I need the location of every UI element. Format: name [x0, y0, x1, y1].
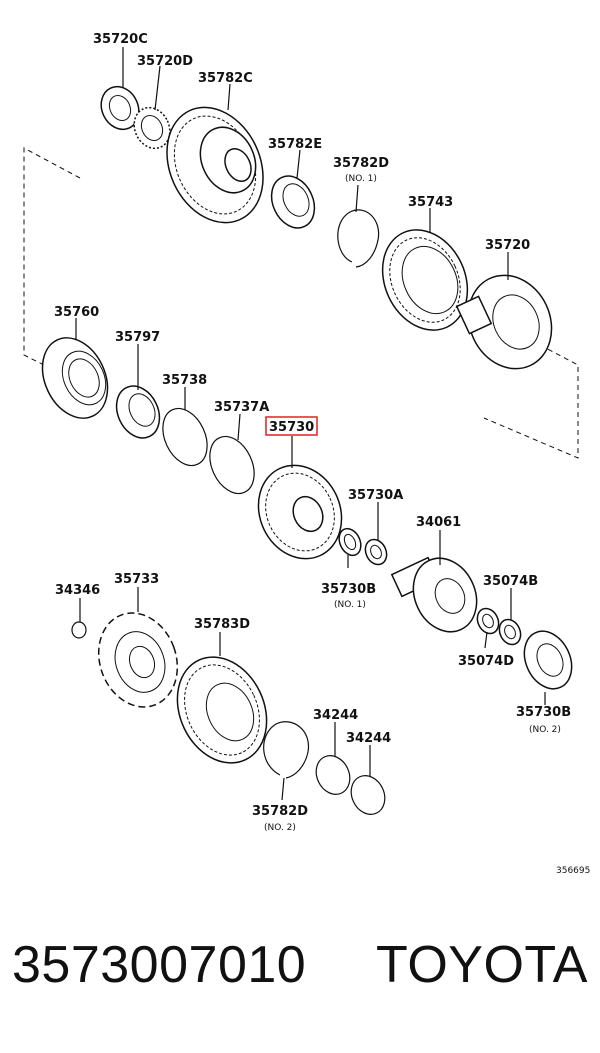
- label-35743: 35743: [408, 195, 453, 210]
- label-no2-bottom: (NO. 2): [264, 823, 296, 833]
- part-35760-hub: [41, 337, 109, 419]
- part-35782D-snap-ring-no2: [263, 721, 310, 779]
- label-34244-a: 34244: [313, 708, 358, 723]
- label-35760: 35760: [54, 305, 99, 320]
- footer: 3573007010 TOYOTA: [0, 935, 600, 1015]
- label-35720: 35720: [485, 238, 530, 253]
- label-35730B-no1: 35730B: [321, 582, 376, 597]
- part-35743-ring-gear: [381, 229, 469, 331]
- exploded-parts-diagram: 35720C 35720D 35782C 35782E 35782D (NO. …: [23, 32, 590, 876]
- part-35738-snap-ring: [162, 407, 208, 467]
- diagram-reference-number: 356695: [556, 866, 590, 876]
- part-35733-sprocket: [97, 612, 179, 708]
- label-35782E: 35782E: [268, 137, 322, 152]
- part-35720C-seal: [100, 85, 140, 131]
- part-35782E-bearing: [270, 175, 316, 229]
- part-35074D-washer: [476, 607, 500, 635]
- label-35720C: 35720C: [93, 32, 148, 47]
- label-no1-top: (NO. 1): [345, 174, 377, 184]
- label-no2-b: (NO. 2): [529, 725, 561, 735]
- part-34244-oring-a: [315, 755, 351, 795]
- label-35733: 35733: [114, 572, 159, 587]
- label-35797: 35797: [115, 330, 160, 345]
- label-35782D-top: 35782D: [333, 156, 389, 171]
- label-35783D: 35783D: [194, 617, 250, 632]
- part-35720D-washer: [133, 106, 171, 150]
- part-35720-carrier: [455, 274, 553, 370]
- part-35782C-gear: [166, 106, 264, 224]
- label-35782D-bottom: 35782D: [252, 804, 308, 819]
- label-34346: 34346: [55, 583, 100, 598]
- part-34346-ring: [71, 621, 87, 639]
- part-35074B-washer: [498, 618, 522, 646]
- label-35720D: 35720D: [137, 54, 193, 69]
- label-35730: 35730: [269, 420, 314, 435]
- part-35730B-bearing-no1: [338, 527, 362, 557]
- label-35782C: 35782C: [198, 71, 253, 86]
- part-35730B-bearing-no2: [523, 630, 573, 690]
- part-35783D-gear: [176, 656, 268, 764]
- label-34061: 34061: [416, 515, 461, 530]
- part-35797-bearing: [115, 385, 161, 439]
- assembly-guide-lines: [23, 147, 579, 459]
- part-35782D-snap-ring-no1: [337, 209, 380, 268]
- label-no1-b: (NO. 1): [334, 600, 366, 610]
- label-34244-b: 34244: [346, 731, 391, 746]
- label-35074B: 35074B: [483, 574, 538, 589]
- part-35730A-washer: [364, 538, 388, 566]
- part-34244-oring-b: [350, 775, 386, 815]
- part-labels: 35720C 35720D 35782C 35782E 35782D (NO. …: [54, 32, 590, 876]
- part-35737A-snap-ring: [209, 435, 255, 495]
- highlight-box-35730: [265, 416, 318, 436]
- label-35738: 35738: [162, 373, 207, 388]
- leader-lines: [75, 47, 546, 801]
- brand-name: TOYOTA: [376, 936, 588, 994]
- label-35730B-no2: 35730B: [516, 705, 571, 720]
- part-34061-shaft: [390, 556, 478, 633]
- part-number: 3573007010: [12, 936, 307, 994]
- part-35730-drum: [257, 464, 343, 560]
- label-35074D: 35074D: [458, 654, 514, 669]
- label-35730A: 35730A: [348, 488, 403, 503]
- label-35737A: 35737A: [214, 400, 269, 415]
